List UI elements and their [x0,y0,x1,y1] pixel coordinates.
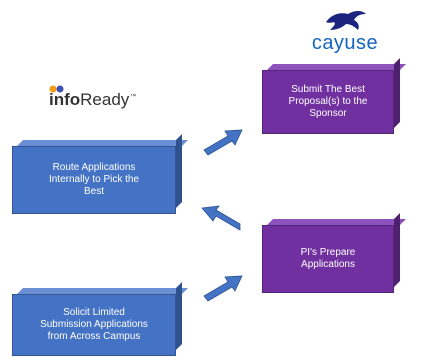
solicit-submissions-box: Solicit Limited Submission Applications … [12,282,188,356]
infoready-logo-trademark: ™ [130,94,137,100]
arrow-solicit-to-prepare-icon [203,275,243,302]
solicit-submissions-label: Solicit Limited Submission Applications … [40,307,148,342]
arrow-route-to-submit-icon [203,129,243,156]
prepare-applications-label: PI's Prepare Applications [300,247,356,270]
cayuse-logo: cayuse [305,32,385,55]
submit-proposal-label: Submit The Best Proposal(s) to the Spons… [288,84,368,119]
arrow-prepare-to-route-icon [201,205,241,231]
prepare-applications-box: PI's Prepare Applications [262,213,406,293]
cayuse-logo-text: cayuse [311,32,379,54]
infoready-logo-regular: Ready [80,90,130,109]
infoready-logo-icon [49,85,64,93]
route-applications-label: Route Applications Internally to Pick th… [48,162,140,197]
infoready-logo-bold: info [49,90,81,109]
submit-proposal-box: Submit The Best Proposal(s) to the Spons… [262,58,406,134]
route-applications-box: Route Applications Internally to Pick th… [12,134,188,214]
cayuse-horse-icon [326,11,366,30]
